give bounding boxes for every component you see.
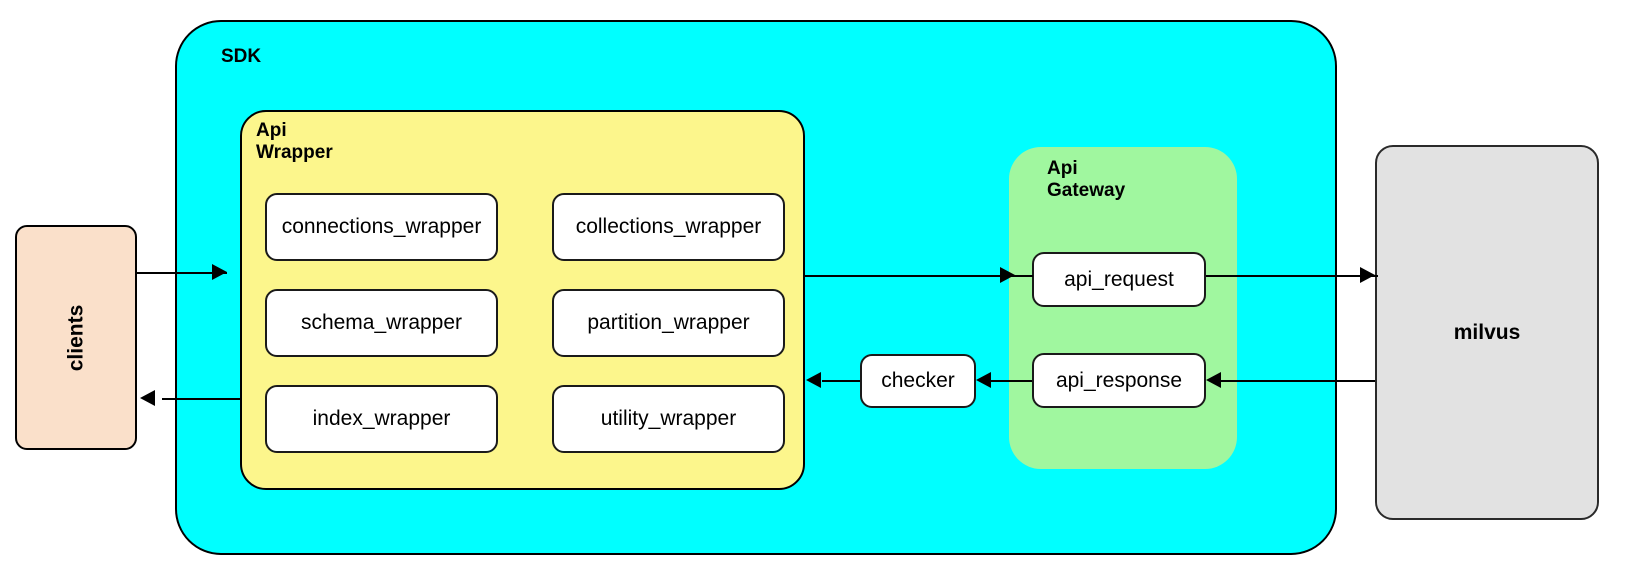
- edge-api-request-to-milvus: [1206, 275, 1378, 277]
- api-gateway-container[interactable]: Api Gateway: [1009, 147, 1237, 469]
- edge-clients-to-api-wrapper: [137, 272, 227, 274]
- module-utility-wrapper[interactable]: utility_wrapper: [552, 385, 785, 453]
- module-connections-wrapper[interactable]: connections_wrapper: [265, 193, 498, 261]
- module-label: connections_wrapper: [281, 215, 482, 238]
- checker-label: checker: [881, 369, 955, 392]
- module-schema-wrapper[interactable]: schema_wrapper: [265, 289, 498, 357]
- arrowhead-milvus-to-api-response: [1206, 372, 1221, 388]
- sdk-label: SDK: [221, 46, 262, 67]
- milvus-label: milvus: [1453, 320, 1521, 344]
- checker-node[interactable]: checker: [860, 354, 976, 408]
- module-label: index_wrapper: [312, 407, 451, 430]
- arrowhead-checker-to-api-wrapper: [806, 372, 821, 388]
- arrowhead-api-request-to-milvus: [1360, 267, 1375, 283]
- arrowhead-api-response-to-checker: [976, 372, 991, 388]
- clients-node[interactable]: clients: [15, 225, 137, 450]
- clients-label: clients: [64, 304, 87, 371]
- api-request-node[interactable]: api_request: [1032, 252, 1206, 307]
- arrowhead-api-wrapper-to-clients: [140, 390, 155, 406]
- edge-api-wrapper-to-clients: [162, 398, 240, 400]
- api-request-label: api_request: [1064, 267, 1174, 291]
- module-index-wrapper[interactable]: index_wrapper: [265, 385, 498, 453]
- edge-milvus-to-api-response: [1212, 380, 1375, 382]
- api-response-node[interactable]: api_response: [1032, 353, 1206, 408]
- edge-api-response-to-checker: [990, 380, 1032, 382]
- module-label: utility_wrapper: [600, 407, 737, 430]
- module-label: schema_wrapper: [300, 311, 463, 334]
- api-response-label: api_response: [1055, 368, 1183, 392]
- module-collections-wrapper[interactable]: collections_wrapper: [552, 193, 785, 261]
- edge-api-wrapper-to-api-request: [805, 275, 1033, 277]
- api-gateway-label: Api Gateway: [1047, 158, 1126, 201]
- api-wrapper-label: Api Wrapper: [256, 120, 333, 163]
- edge-checker-to-api-wrapper: [822, 380, 860, 382]
- arrowhead-clients-to-api-wrapper: [212, 264, 227, 280]
- module-partition-wrapper[interactable]: partition_wrapper: [552, 289, 785, 357]
- module-label: partition_wrapper: [587, 311, 750, 334]
- module-label: collections_wrapper: [575, 215, 762, 238]
- milvus-node[interactable]: milvus: [1375, 145, 1599, 520]
- arrowhead-api-wrapper-to-api-request: [1000, 267, 1015, 283]
